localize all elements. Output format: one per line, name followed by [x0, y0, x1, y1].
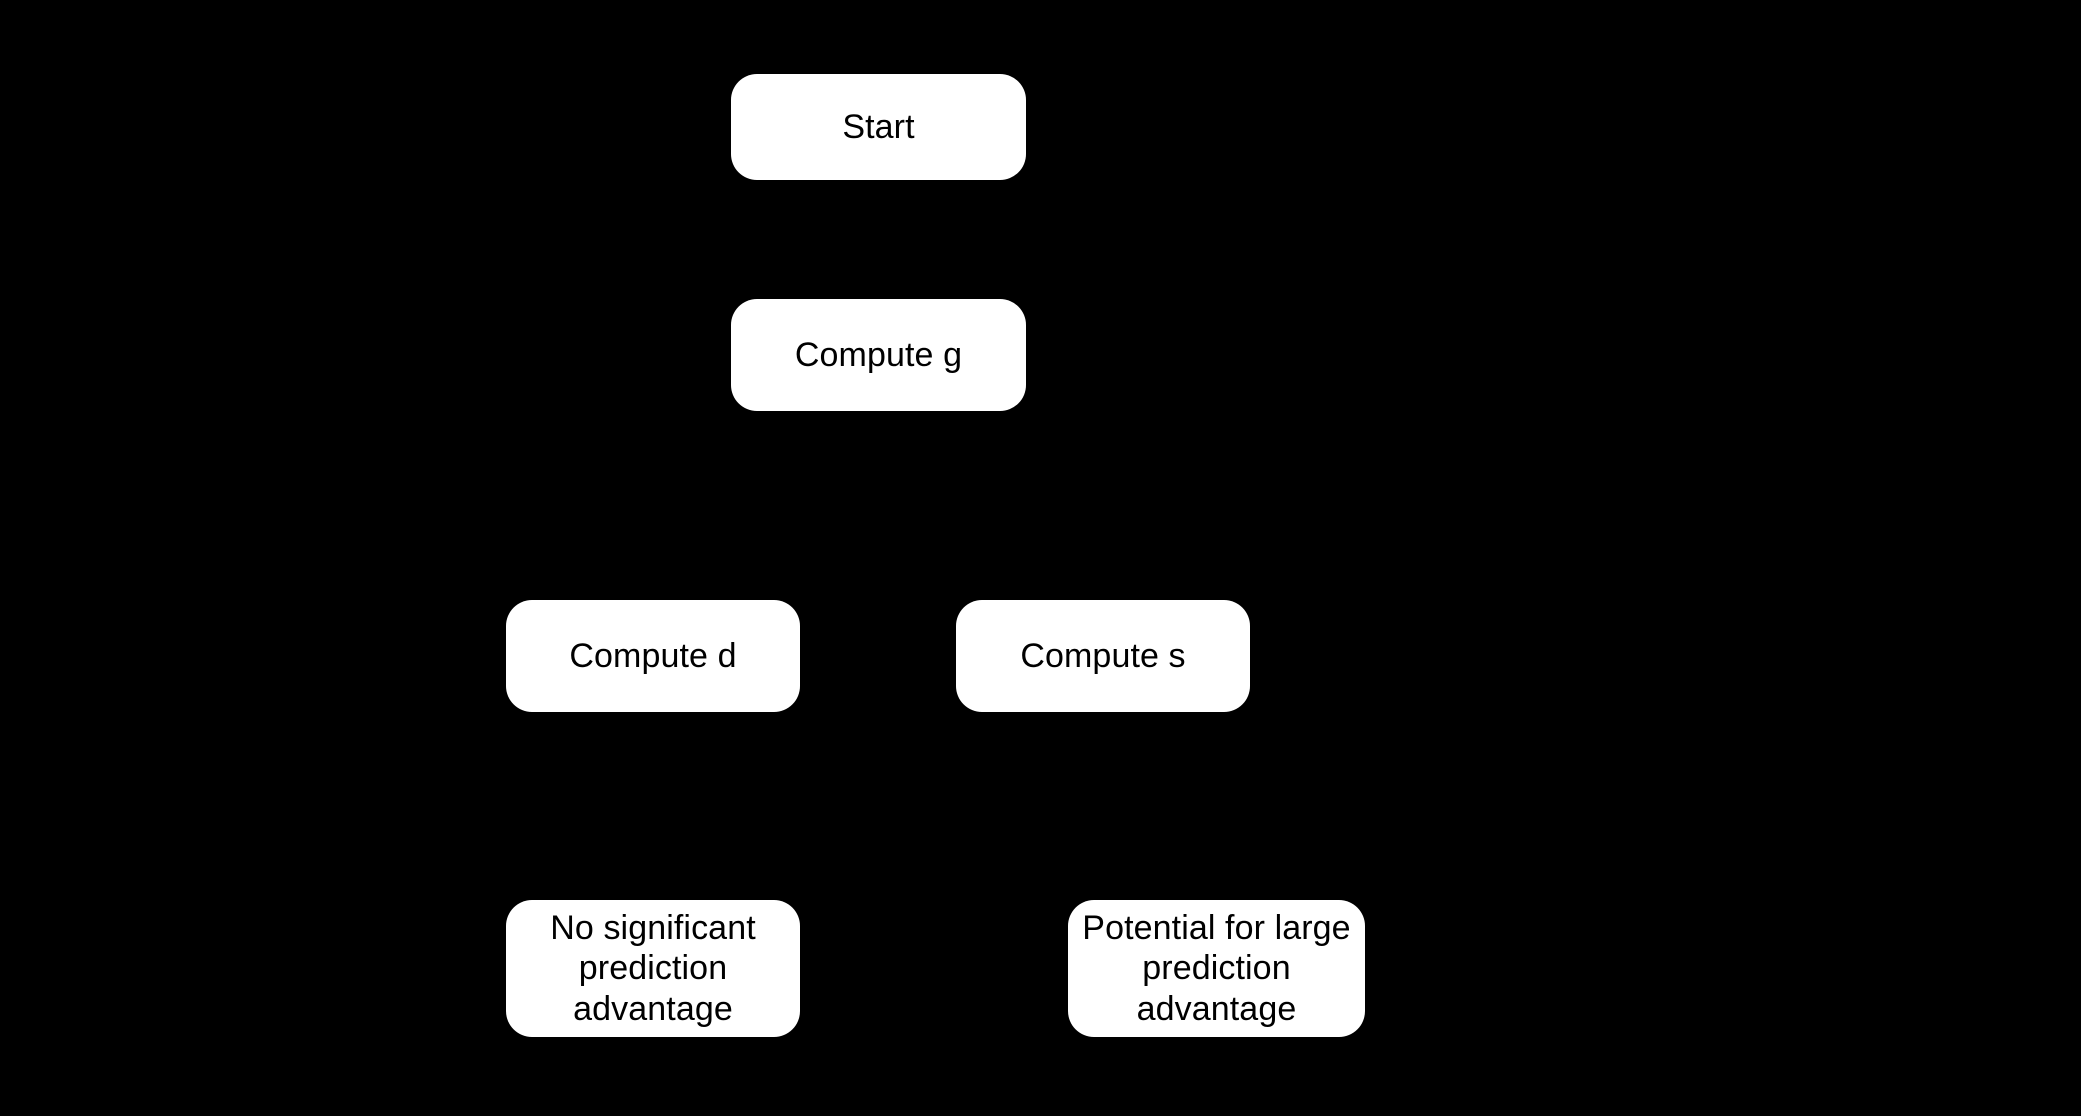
node-start-label: Start: [842, 107, 915, 146]
node-compute-s-label: Compute s: [1020, 636, 1186, 675]
edge-compute-s-to-large-advantage: [1101, 712, 1227, 903]
node-compute-d[interactable]: Compute d: [506, 600, 800, 712]
node-potential-for-large-prediction-advantage[interactable]: Potential for large prediction advantage: [1068, 900, 1365, 1037]
node-start[interactable]: Start: [731, 74, 1026, 180]
edge-compute-g-to-compute-d: [642, 411, 880, 603]
node-no-significant-prediction-advantage[interactable]: No significant prediction advantage: [506, 900, 800, 1037]
node-compute-s[interactable]: Compute s: [956, 600, 1250, 712]
node-large-advantage-label: Potential for large prediction advantage: [1082, 909, 1351, 1028]
edge-compute-g-to-compute-s: [876, 411, 1114, 603]
node-compute-g-label: Compute g: [794, 335, 963, 374]
node-compute-g[interactable]: Compute g: [731, 299, 1026, 411]
node-no-advantage-label: No significant prediction advantage: [550, 909, 756, 1028]
node-compute-d-label: Compute d: [569, 636, 737, 675]
